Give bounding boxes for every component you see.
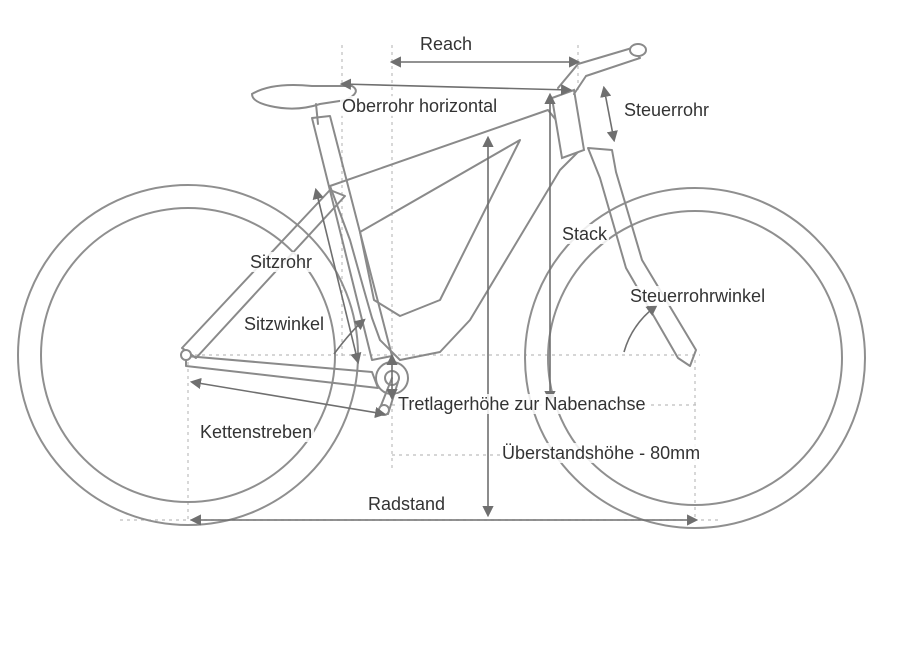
- reach-label: Reach: [418, 34, 475, 54]
- oberrohr-horizontal-label: Oberrohr horizontal: [340, 96, 500, 116]
- sitzrohr-label: Sitzrohr: [248, 252, 315, 272]
- sitzwinkel-label: Sitzwinkel: [242, 314, 327, 334]
- kettenstreben-label: Kettenstreben: [198, 422, 315, 442]
- oberrohr-arrow: [339, 78, 573, 96]
- steuerrohrwinkel-arc: [623, 304, 658, 353]
- ueberstandshoehe-label: Überstandshöhe - 80mm: [500, 443, 703, 463]
- sitzwinkel-arc: [333, 318, 366, 355]
- dimension-arrows: [189, 56, 699, 526]
- kettenstreben-arrow: [189, 377, 387, 419]
- steuerrohrwinkel-label: Steuerrohrwinkel: [628, 286, 768, 306]
- radstand-label: Radstand: [366, 494, 448, 514]
- steuerrohr-label: Steuerrohr: [622, 100, 712, 120]
- steuerrohr-arrow: [600, 85, 618, 143]
- stack-label: Stack: [560, 224, 610, 244]
- tretlagerhoehe-label: Tretlagerhöhe zur Nabenachse: [396, 394, 648, 414]
